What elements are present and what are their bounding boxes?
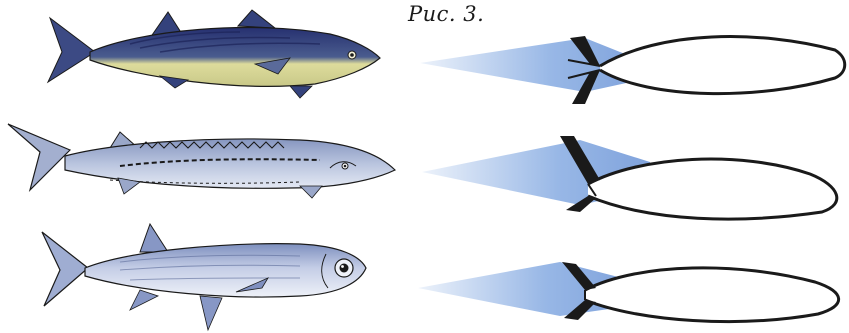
mackerel-illustration	[48, 10, 380, 98]
sturgeon-illustration	[8, 124, 395, 198]
herring-illustration	[42, 224, 366, 330]
figure-caption: Рис. 3.	[408, 2, 484, 26]
mackerel-outline-diagram	[420, 36, 845, 104]
sturgeon-outline-diagram	[422, 136, 837, 219]
herring-outline-diagram	[418, 262, 839, 322]
